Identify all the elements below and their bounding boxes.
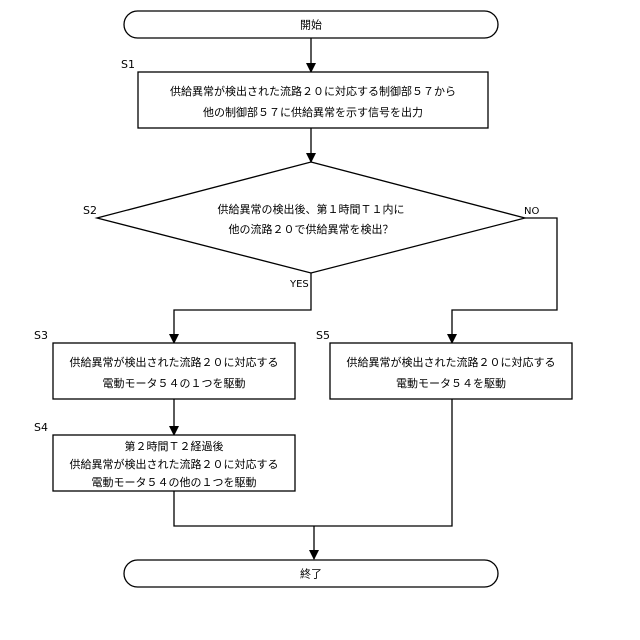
process-s3: 供給異常が検出された流路２０に対応する 電動モータ５４の１つを駆動: [53, 343, 295, 399]
branch-label-no: NO: [524, 206, 539, 217]
end-text: 終了: [300, 567, 322, 581]
edge-s5-merge: [314, 399, 452, 526]
s4-line-3: 電動モータ５４の他の１つを駆動: [92, 475, 257, 489]
end-node: 終了: [124, 560, 498, 587]
step-label-s5: S5: [316, 329, 330, 342]
s5-line-1: 供給異常が検出された流路２０に対応する: [347, 355, 556, 369]
s3-line-2: 電動モータ５４の１つを駆動: [103, 376, 246, 390]
edge-s4-merge: [174, 491, 314, 526]
s1-line-1: 供給異常が検出された流路２０に対応する制御部５７から: [170, 84, 456, 98]
process-s4: 第２時間Ｔ２経過後 供給異常が検出された流路２０に対応する 電動モータ５４の他の…: [53, 435, 295, 491]
decision-s2: 供給異常の検出後、第１時間Ｔ１内に 他の流路２０で供給異常を検出？: [97, 162, 525, 273]
branch-label-yes: YES: [289, 279, 309, 290]
s4-line-2: 供給異常が検出された流路２０に対応する: [70, 457, 279, 471]
step-label-s4: S4: [34, 421, 48, 434]
s5-line-2: 電動モータ５４を駆動: [396, 376, 506, 390]
s2-line-2: 他の流路２０で供給異常を検出？: [229, 222, 394, 236]
s3-line-1: 供給異常が検出された流路２０に対応する: [70, 355, 279, 369]
start-text: 開始: [300, 18, 322, 32]
step-label-s1: S1: [121, 58, 135, 71]
s1-line-2: 他の制御部５７に供給異常を示す信号を出力: [203, 105, 423, 119]
s4-line-1: 第２時間Ｔ２経過後: [125, 439, 224, 453]
s2-line-1: 供給異常の検出後、第１時間Ｔ１内に: [218, 202, 405, 216]
step-label-s2: S2: [83, 204, 97, 217]
edge-s2-s5-no: [452, 218, 557, 343]
start-node: 開始: [124, 11, 498, 38]
process-s5: 供給異常が検出された流路２０に対応する 電動モータ５４を駆動: [330, 343, 572, 399]
step-label-s3: S3: [34, 329, 48, 342]
process-s1: 供給異常が検出された流路２０に対応する制御部５７から 他の制御部５７に供給異常を…: [138, 72, 488, 128]
